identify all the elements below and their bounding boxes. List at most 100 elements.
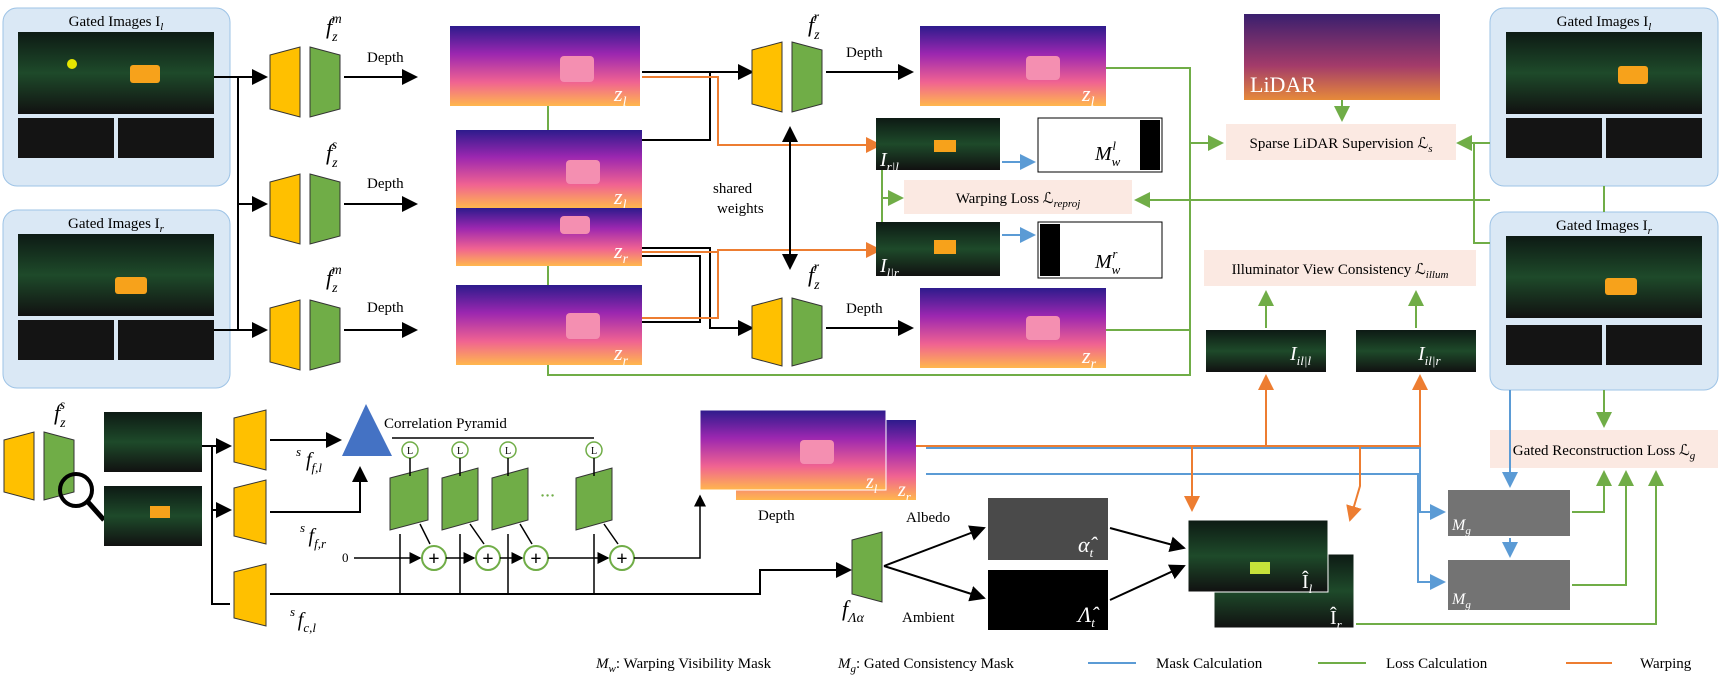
svg-text:Depth: Depth	[758, 508, 795, 524]
svg-text:Mg: Gated Consistency Mask: Mg: Gated Consistency Mask	[837, 656, 1014, 675]
encoder-fzs-bottom: fzs	[3, 398, 106, 522]
svg-text:Îr: Îr	[1330, 606, 1343, 632]
feature-encoders-bottom	[233, 409, 267, 627]
reconstructed-images: Îl Îr	[1187, 519, 1355, 632]
warping-loss-box: Warping Loss ℒreproj	[904, 180, 1132, 214]
svg-text:Iil|l: Iil|l	[1289, 343, 1311, 368]
svg-text:Mwl: Mwl	[1094, 138, 1121, 169]
svg-text:Mw: Warping Visibility Mask: Mw: Warping Visibility Mask	[595, 656, 772, 675]
encoder-fzr-bottom: fzr Depth	[751, 260, 914, 367]
svg-text:Gated Images Ir: Gated Images Ir	[68, 216, 165, 235]
svg-text:Il|r: Il|r	[879, 255, 900, 280]
svg-text:L: L	[457, 446, 463, 457]
illum-loss-box: Illuminator View Consistency ℒillum	[1204, 250, 1476, 286]
feature-to-pyramid-lines	[270, 432, 852, 595]
svg-text:Gated Images Ir: Gated Images Ir	[1556, 218, 1653, 237]
warping-loss-lines	[547, 170, 904, 285]
svg-text:Sparse LiDAR Supervision ℒs: Sparse LiDAR Supervision ℒs	[1250, 136, 1433, 155]
svg-text:zl: zl	[613, 81, 627, 110]
warping-orange-lines	[914, 374, 1428, 522]
shared-weights: shared weights	[713, 126, 798, 270]
svg-text:Ir|l: Ir|l	[879, 149, 899, 174]
depth-map-zl-top: zl	[450, 26, 640, 110]
gated-images-right-top-panel: Gated Images Il	[1489, 7, 1719, 187]
svg-text:fzr: fzr	[808, 260, 820, 293]
svg-text:fzm: fzm	[326, 12, 342, 45]
svg-text:+: +	[428, 548, 439, 570]
svg-text:fzs: fzs	[54, 398, 66, 431]
depth-map-zr-bottom: zr	[456, 285, 642, 369]
gated-mask-Mgr: Mg	[1448, 560, 1570, 611]
loss-routing-lines	[547, 67, 1605, 376]
svg-text:Gated Images Il: Gated Images Il	[1557, 14, 1652, 33]
gated-image-thumb	[18, 32, 214, 114]
svg-text:fzs: fzs	[326, 138, 338, 171]
svg-text:zl: zl	[613, 184, 627, 213]
svg-text:Illuminator View Consistency ℒ: Illuminator View Consistency ℒillum	[1232, 262, 1449, 281]
depth-map-zr-mid: zr	[456, 208, 642, 267]
svg-text:L: L	[407, 446, 413, 457]
svg-text:Warping Loss ℒreproj: Warping Loss ℒreproj	[956, 191, 1081, 210]
svg-text:Gated Images Il: Gated Images Il	[69, 14, 164, 33]
legend-mask-calc: Mask Calculation	[1156, 656, 1263, 672]
svg-text:Depth: Depth	[846, 301, 883, 317]
depth-to-refine-lines	[642, 64, 882, 336]
svg-text:Depth: Depth	[846, 45, 883, 61]
svg-text:LiDAR: LiDAR	[1250, 72, 1316, 97]
panel-title: Gated Images I	[69, 14, 161, 30]
warping-mask-Mwl: Mwl	[1037, 117, 1163, 173]
magnifier-icon	[58, 472, 94, 508]
encoder-fzm-bottom: fzm Depth	[269, 263, 418, 371]
svg-text:shared: shared	[713, 181, 753, 197]
depth-label: Depth	[367, 50, 404, 66]
svg-text:∙∙∙: ∙∙∙	[540, 485, 555, 507]
svg-text:0: 0	[342, 550, 349, 565]
svg-text:Gated Reconstruction Loss ℒg: Gated Reconstruction Loss ℒg	[1513, 443, 1696, 462]
svg-text:Depth: Depth	[367, 300, 404, 316]
gated-recon-loss-box: Gated Reconstruction Loss ℒg	[1490, 430, 1718, 468]
ambient-image: Λ̂t	[988, 570, 1108, 630]
gru-iterations: L L L L ∙∙∙ + + + + 0	[342, 441, 706, 594]
sparse-lidar-loss-box: Sparse LiDAR Supervision ℒs	[1226, 124, 1456, 160]
svg-text:+: +	[482, 548, 493, 570]
warped-image-Ilr: Il|r	[876, 222, 1000, 280]
albedo-ambient-net: fΛα Albedo Ambient	[842, 510, 986, 626]
svg-text:Mwr: Mwr	[1094, 246, 1121, 277]
svg-text:L: L	[591, 446, 597, 457]
svg-text:+: +	[530, 548, 541, 570]
depth-map-zl-refined: zl	[920, 26, 1106, 110]
legend-loss-calc: Loss Calculation	[1386, 656, 1488, 672]
svg-text:Albedo: Albedo	[906, 510, 950, 526]
svg-text:+: +	[616, 548, 627, 570]
svg-text:zl: zl	[865, 471, 878, 496]
svg-text:Mg: Mg	[1451, 591, 1471, 611]
svg-text:zl: zl	[1081, 81, 1095, 110]
svg-text:zr: zr	[897, 479, 912, 504]
illum-image-Iill: Iil|l	[1206, 330, 1326, 372]
warping-mask-Mwr: Mwr	[1037, 221, 1163, 279]
svg-text:zr: zr	[1081, 343, 1097, 372]
svg-text:zr: zr	[613, 340, 629, 369]
svg-text:weights: weights	[717, 201, 764, 217]
input-fanout-lines	[214, 69, 268, 338]
svg-text:Îl: Îl	[1302, 570, 1313, 596]
depth-output-stacked: zl zr Depth	[699, 409, 916, 524]
svg-text:L: L	[505, 446, 511, 457]
encoder-fzs-mid: fzs Depth	[269, 138, 418, 245]
svg-text:fzr: fzr	[808, 10, 820, 43]
svg-text:zr: zr	[613, 238, 629, 267]
svg-text:fΛα: fΛα	[842, 596, 865, 626]
bottom-input-thumbs	[104, 412, 202, 546]
svg-text:ff,ls: ff,ls	[296, 444, 322, 475]
warped-image-Irl: Ir|l	[876, 118, 1000, 174]
illum-image-Iilr: Iil|r	[1356, 330, 1476, 372]
legend-warping: Warping	[1640, 656, 1692, 672]
svg-text:Iil|r: Iil|r	[1417, 343, 1441, 368]
depth-map-zl-mid: zl	[456, 130, 642, 213]
svg-text:fc,ls: fc,ls	[290, 604, 316, 635]
svg-text:Depth: Depth	[367, 176, 404, 192]
svg-text:ff,rs: ff,rs	[300, 520, 327, 551]
gated-mask-lines	[926, 390, 1664, 625]
bottom-fanout-lines	[202, 438, 232, 605]
